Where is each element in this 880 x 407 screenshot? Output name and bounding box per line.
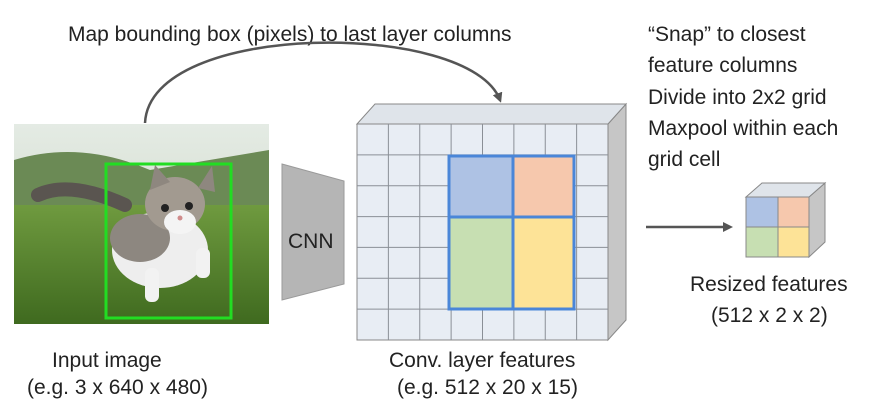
- conv-feature-map: [355, 102, 628, 342]
- annotation-line-5: grid cell: [648, 148, 720, 171]
- bounding-box: [104, 162, 233, 320]
- annotation-line-2: feature columns: [648, 54, 797, 77]
- roi-cell-top-left: [449, 156, 513, 217]
- resized-features-caption-line1: Resized features: [690, 273, 848, 296]
- annotation-line-4: Maxpool within each: [648, 117, 838, 140]
- input-image: [14, 124, 269, 324]
- conv-features-caption-line2: (e.g. 512 x 20 x 15): [397, 376, 578, 399]
- title: Map bounding box (pixels) to last layer …: [68, 23, 512, 46]
- input-image-caption-line1: Input image: [52, 349, 162, 372]
- roi-cell-top-right: [513, 156, 574, 217]
- input-image-caption-line2: (e.g. 3 x 640 x 480): [27, 376, 208, 399]
- annotation-line-3: Divide into 2x2 grid: [648, 86, 827, 109]
- roi-cell-bottom-right: [513, 217, 574, 309]
- conv-features-caption-line1: Conv. layer features: [389, 349, 575, 372]
- cnn-block: [281, 163, 345, 301]
- resized-features-cube: [744, 181, 827, 259]
- resized-features-caption-line2: (512 x 2 x 2): [711, 304, 828, 327]
- roi-grid-outline: [447, 154, 576, 311]
- roi-cell-bottom-left: [449, 217, 513, 309]
- annotation-line-1: “Snap” to closest: [648, 23, 806, 46]
- mapping-arrow: [143, 41, 503, 124]
- cnn-label: CNN: [288, 230, 334, 253]
